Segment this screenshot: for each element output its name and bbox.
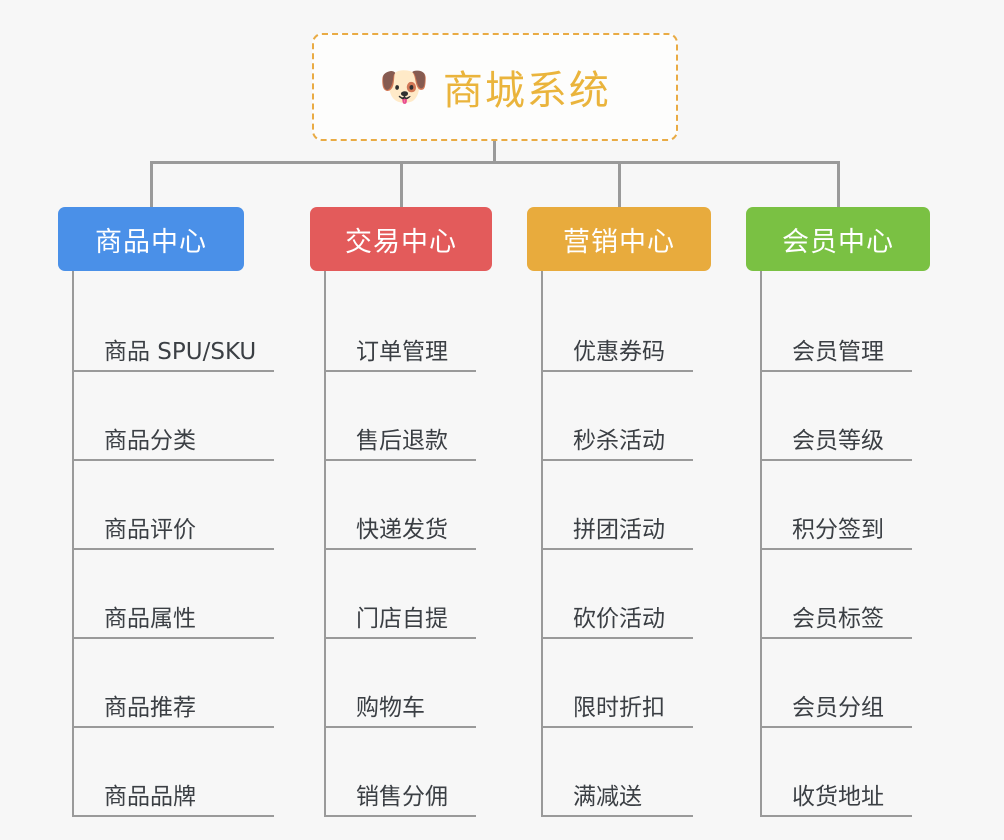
leaf-item-label: 会员管理	[792, 339, 884, 365]
leaf-item[interactable]: 订单管理	[324, 283, 476, 372]
leaf-item-label: 商品推荐	[104, 695, 196, 721]
leaf-item-label: 收货地址	[792, 784, 884, 810]
leaf-item[interactable]: 商品 SPU/SKU	[72, 283, 274, 372]
connector-trunk-product-center	[72, 271, 74, 817]
branch-column-marketing-center: 营销中心优惠券码秒杀活动拼团活动砍价活动限时折扣满减送	[527, 207, 711, 817]
leaf-item-label: 优惠券码	[573, 339, 665, 365]
leaf-item[interactable]: 秒杀活动	[541, 372, 693, 461]
branch-column-product-center: 商品中心商品 SPU/SKU 商品分类商品评价商品属性商品推荐商品品牌	[58, 207, 274, 817]
leaf-item-label: 商品属性	[104, 606, 196, 632]
leaf-item[interactable]: 商品推荐	[72, 639, 274, 728]
leaf-item-label: 会员标签	[792, 606, 884, 632]
category-box-trade-center[interactable]: 交易中心	[310, 207, 492, 271]
leaf-item-label: 门店自提	[356, 606, 448, 632]
leaf-item[interactable]: 砍价活动	[541, 550, 693, 639]
leaf-item-label: 售后退款	[356, 428, 448, 454]
dog-face-icon: 🐶	[379, 65, 429, 109]
leaf-item-label: 商品评价	[104, 517, 196, 543]
leaf-item[interactable]: 销售分佣	[324, 728, 476, 817]
leaf-item[interactable]: 购物车	[324, 639, 476, 728]
category-label: 营销中心	[563, 226, 675, 258]
leaf-item-label: 积分签到	[792, 517, 884, 543]
leaf-item[interactable]: 会员等级	[760, 372, 912, 461]
leaf-item-label: 秒杀活动	[573, 428, 665, 454]
connector-trunk-trade-center	[324, 271, 326, 817]
leaf-item-label: 商品品牌	[104, 784, 196, 810]
leaf-item-label: 商品 SPU/SKU	[104, 339, 257, 365]
connector-drop-marketing-center	[618, 161, 621, 207]
leaf-item-label: 砍价活动	[573, 606, 665, 632]
leaf-item[interactable]: 门店自提	[324, 550, 476, 639]
leaf-list-trade-center: 订单管理售后退款快递发货门店自提购物车销售分佣	[324, 271, 492, 817]
leaf-item[interactable]: 拼团活动	[541, 461, 693, 550]
leaf-item-label: 订单管理	[356, 339, 448, 365]
category-label: 会员中心	[782, 226, 894, 258]
leaf-item[interactable]: 优惠券码	[541, 283, 693, 372]
leaf-item-label: 满减送	[573, 784, 642, 810]
leaf-item[interactable]: 售后退款	[324, 372, 476, 461]
leaf-list-member-center: 会员管理会员等级积分签到会员标签会员分组收货地址	[760, 271, 930, 817]
leaf-list-product-center: 商品 SPU/SKU 商品分类商品评价商品属性商品推荐商品品牌	[72, 271, 274, 817]
root-title: 商城系统	[442, 68, 611, 114]
leaf-item-label: 拼团活动	[573, 517, 665, 543]
leaf-item-label: 销售分佣	[356, 784, 448, 810]
category-box-product-center[interactable]: 商品中心	[58, 207, 244, 271]
connector-horizontal-bar	[150, 161, 839, 164]
category-box-marketing-center[interactable]: 营销中心	[527, 207, 711, 271]
leaf-item[interactable]: 积分签到	[760, 461, 912, 550]
leaf-item[interactable]: 商品品牌	[72, 728, 274, 817]
leaf-item-label: 限时折扣	[573, 695, 665, 721]
category-box-member-center[interactable]: 会员中心	[746, 207, 930, 271]
branch-column-trade-center: 交易中心订单管理售后退款快递发货门店自提购物车销售分佣	[310, 207, 492, 817]
root-node[interactable]: 🐶 商城系统	[312, 33, 678, 141]
category-label: 商品中心	[95, 226, 207, 258]
connector-trunk-marketing-center	[541, 271, 543, 817]
connector-drop-product-center	[150, 161, 153, 207]
category-label: 交易中心	[345, 226, 457, 258]
leaf-item[interactable]: 会员分组	[760, 639, 912, 728]
connector-trunk-member-center	[760, 271, 762, 817]
leaf-item[interactable]: 商品分类	[72, 372, 274, 461]
leaf-item[interactable]: 会员标签	[760, 550, 912, 639]
leaf-item[interactable]: 商品评价	[72, 461, 274, 550]
leaf-item-label: 快递发货	[356, 517, 448, 543]
leaf-item[interactable]: 收货地址	[760, 728, 912, 817]
leaf-item[interactable]: 会员管理	[760, 283, 912, 372]
connector-drop-member-center	[837, 161, 840, 207]
leaf-item[interactable]: 商品属性	[72, 550, 274, 639]
leaf-item-label: 会员分组	[792, 695, 884, 721]
connector-drop-trade-center	[400, 161, 403, 207]
leaf-item-label: 购物车	[356, 695, 425, 721]
leaf-item-label: 会员等级	[792, 428, 884, 454]
leaf-item[interactable]: 限时折扣	[541, 639, 693, 728]
leaf-item[interactable]: 满减送	[541, 728, 693, 817]
leaf-list-marketing-center: 优惠券码秒杀活动拼团活动砍价活动限时折扣满减送	[541, 271, 711, 817]
leaf-item-label: 商品分类	[104, 428, 196, 454]
leaf-item[interactable]: 快递发货	[324, 461, 476, 550]
branch-column-member-center: 会员中心会员管理会员等级积分签到会员标签会员分组收货地址	[746, 207, 930, 817]
connector-root-stem	[493, 141, 496, 163]
